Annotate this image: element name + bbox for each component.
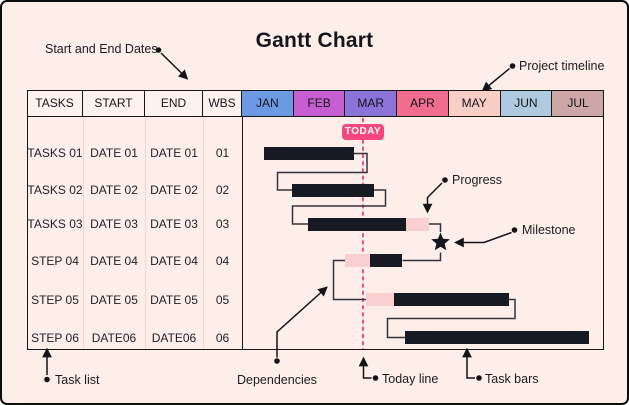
column-divider — [145, 117, 146, 349]
task-bar-complete — [308, 217, 406, 231]
cell-end: DATE 05 — [150, 292, 198, 307]
cell-start: DATE 03 — [90, 217, 138, 231]
progress-arrow — [422, 182, 443, 214]
project-timeline-arrow — [481, 67, 510, 92]
month-header-feb: FEB — [293, 90, 346, 117]
callout-dot — [511, 227, 518, 233]
month-header-may: MAY — [448, 90, 501, 117]
callout-dot — [442, 177, 448, 183]
month-header-jun: JUN — [500, 90, 553, 117]
cell-task: STEP 05 — [31, 292, 79, 307]
table-row-3: TASKS 03 DATE 03 DATE 03 03 — [27, 216, 242, 232]
table-row-2: TASKS 02 DATE 02 DATE 02 02 — [27, 182, 242, 198]
table-row-4: STEP 04 DATE 04 DATE 04 04 — [27, 253, 242, 269]
callout-dot — [476, 375, 482, 381]
dependencies-label: Dependencies — [237, 373, 317, 387]
cell-start: DATE06 — [91, 330, 137, 345]
column-header-tasks: TASKS — [27, 90, 83, 117]
today-badge: TODAY — [341, 124, 384, 140]
table-row-6: STEP 06 DATE06 DATE06 06 — [27, 330, 242, 346]
project-timeline-label: Project timeline — [519, 59, 605, 73]
chart-left-divider — [241, 117, 244, 350]
cell-wbs: 05 — [215, 292, 230, 307]
cell-wbs: 04 — [215, 253, 230, 268]
cell-wbs: 06 — [215, 330, 230, 345]
cell-end: DATE 01 — [150, 146, 198, 160]
column-header-wbs: WBS — [203, 90, 242, 117]
column-header-end: END — [145, 90, 203, 117]
cell-wbs: 01 — [215, 146, 230, 160]
column-header-start: START — [83, 90, 145, 117]
month-header-apr: APR — [397, 90, 449, 117]
cell-task: TASKS 03 — [27, 217, 83, 231]
milestone-star-icon — [431, 232, 450, 251]
cell-end: DATE 04 — [150, 253, 198, 268]
cell-wbs: 03 — [215, 217, 230, 231]
cell-start: DATE 04 — [90, 253, 138, 268]
task-bar-progress — [405, 217, 430, 231]
cell-end: DATE 02 — [150, 183, 198, 197]
task-bars-arrow — [462, 347, 475, 379]
today-line-label: Today line — [382, 372, 439, 386]
callout-dot — [274, 358, 280, 364]
callout-dot — [372, 375, 379, 381]
task-bars-label: Task bars — [485, 372, 539, 386]
task-bar-complete — [264, 146, 355, 160]
task-bar-complete — [370, 254, 403, 267]
dependency-connector — [429, 223, 442, 232]
cell-task: STEP 06 — [31, 330, 79, 345]
cell-start: DATE 01 — [90, 146, 138, 160]
table-row-5: STEP 05 DATE 05 DATE 05 05 — [27, 292, 242, 308]
milestone-label: Milestone — [522, 223, 576, 237]
cell-start: DATE 05 — [90, 292, 138, 307]
month-header-mar: MAR — [345, 90, 398, 117]
start-end-dates-arrow — [160, 52, 189, 80]
today-line-arrow — [358, 356, 372, 379]
task-bar-complete — [292, 183, 374, 197]
dependencies-arrow — [276, 286, 328, 358]
column-divider — [83, 117, 84, 349]
task-list-label: Task list — [55, 373, 100, 387]
cell-end: DATE 03 — [150, 217, 198, 231]
cell-task: TASKS 01 — [27, 146, 83, 160]
page-title: Gantt Chart — [255, 29, 374, 52]
cell-task: STEP 04 — [31, 253, 79, 268]
callout-dot — [44, 376, 50, 383]
milestone-arrow — [454, 231, 512, 248]
column-divider — [203, 117, 204, 349]
callout-dot — [509, 63, 516, 69]
progress-label: Progress — [452, 173, 503, 187]
start-end-dates-label: Start and End Dates — [45, 42, 158, 56]
table-row-1: TASKS 01 DATE 01 DATE 01 01 — [27, 145, 242, 161]
task-bar-complete — [404, 331, 589, 344]
month-header-jan: JAN — [242, 90, 294, 117]
cell-start: DATE 02 — [90, 183, 138, 197]
cell-task: TASKS 02 — [27, 183, 83, 197]
cell-wbs: 02 — [215, 183, 230, 197]
dependency-connector — [402, 252, 442, 262]
task-bar-progress — [344, 254, 371, 267]
cell-end: DATE06 — [151, 330, 197, 345]
task-bar-complete — [394, 293, 509, 306]
task-bar-progress — [366, 293, 394, 306]
month-header-jul: JUL — [552, 90, 604, 117]
